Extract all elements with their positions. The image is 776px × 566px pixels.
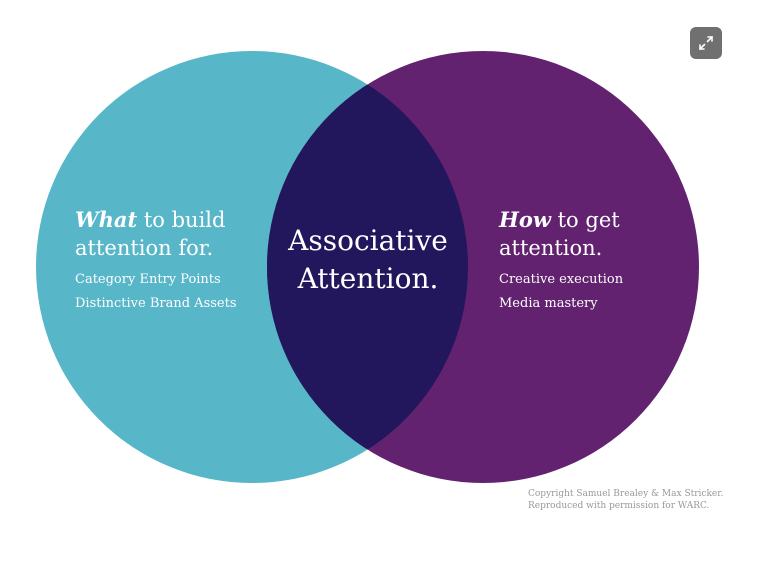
- expand-arrows-icon: [699, 36, 713, 50]
- overlap-region: [267, 51, 468, 483]
- center-line1: Associative: [288, 224, 448, 257]
- copyright-line2: Reproduced with permission for WARC.: [528, 501, 710, 511]
- what-headline: What to build attention for.: [75, 206, 275, 262]
- how-headline: How to get attention.: [499, 206, 689, 262]
- center-line2: Attention.: [297, 262, 439, 295]
- how-item-media-mastery: Media mastery: [499, 296, 598, 311]
- center-title: Associative Attention.: [270, 222, 466, 298]
- how-line1-rest: to get: [550, 208, 620, 232]
- copyright-notice: Copyright Samuel Brealey & Max Stricker.…: [528, 488, 748, 512]
- what-line2: attention for.: [75, 236, 214, 260]
- how-item-creative-execution: Creative execution: [499, 272, 624, 287]
- how-emphasis: How: [499, 207, 551, 232]
- what-emphasis: What: [75, 207, 138, 232]
- how-line2: attention.: [499, 236, 603, 260]
- how-block: How to get attention. Creative execution…: [499, 206, 689, 316]
- what-block: What to build attention for. Category En…: [75, 206, 275, 316]
- what-item-distinctive-brand-assets: Distinctive Brand Assets: [75, 296, 237, 311]
- expand-button[interactable]: [690, 27, 722, 59]
- copyright-line1: Copyright Samuel Brealey & Max Stricker.: [528, 489, 724, 499]
- what-line1-rest: to build: [137, 208, 226, 232]
- what-item-category-entry-points: Category Entry Points: [75, 272, 221, 287]
